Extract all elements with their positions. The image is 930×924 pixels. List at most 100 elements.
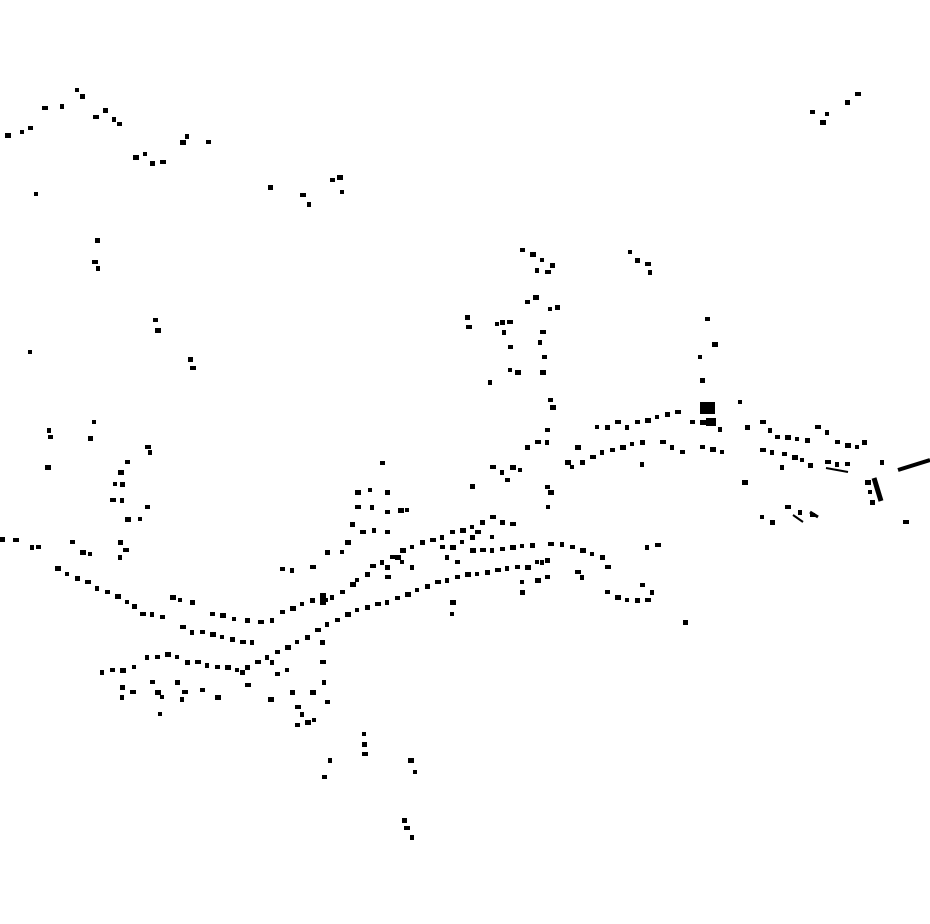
building <box>465 315 470 320</box>
building <box>28 350 32 354</box>
building <box>322 680 326 685</box>
building <box>370 564 376 568</box>
building <box>145 655 149 660</box>
building <box>698 355 702 359</box>
building <box>132 604 137 609</box>
building <box>535 440 541 444</box>
building <box>628 250 632 254</box>
building <box>570 465 574 469</box>
building <box>270 618 274 623</box>
building <box>520 544 524 548</box>
building <box>145 445 151 449</box>
building <box>315 628 321 632</box>
elongated-structure <box>825 467 849 473</box>
building <box>835 462 839 467</box>
building <box>550 263 555 268</box>
building <box>110 498 116 502</box>
building <box>175 680 180 685</box>
building <box>110 668 115 672</box>
building <box>80 550 86 555</box>
building <box>132 665 136 669</box>
building <box>560 542 564 547</box>
building <box>355 608 359 612</box>
building <box>738 400 742 404</box>
building <box>470 525 474 529</box>
building <box>258 620 264 624</box>
building <box>548 542 554 546</box>
building <box>400 548 406 553</box>
building <box>825 460 831 464</box>
building <box>600 450 604 455</box>
building <box>268 185 273 190</box>
building <box>385 600 389 605</box>
building <box>865 480 871 485</box>
building <box>405 508 409 512</box>
building <box>178 598 182 602</box>
building <box>495 568 501 572</box>
building <box>745 425 750 430</box>
building <box>290 568 294 573</box>
elongated-structure <box>897 458 930 472</box>
building <box>330 178 335 182</box>
building <box>440 535 444 540</box>
building <box>385 490 390 495</box>
building <box>550 405 556 410</box>
building <box>645 598 651 602</box>
building <box>540 258 544 262</box>
building <box>798 510 802 515</box>
building <box>545 270 551 274</box>
building <box>508 345 513 349</box>
building <box>500 520 505 525</box>
building <box>280 567 285 571</box>
building <box>525 300 530 304</box>
building <box>205 663 209 668</box>
building <box>322 775 327 779</box>
building <box>535 578 541 583</box>
building <box>650 590 654 595</box>
building <box>780 465 784 470</box>
building <box>36 545 41 549</box>
building <box>118 540 123 545</box>
building <box>240 670 245 675</box>
building <box>13 538 19 542</box>
building <box>450 530 455 534</box>
building <box>160 615 165 619</box>
building <box>245 618 250 623</box>
building <box>785 435 791 440</box>
building <box>405 592 411 597</box>
building <box>510 522 516 526</box>
building <box>495 322 499 326</box>
building <box>605 425 610 430</box>
building <box>312 718 316 722</box>
building <box>835 440 840 444</box>
building <box>683 620 688 625</box>
building <box>470 484 475 489</box>
building <box>580 575 584 580</box>
building <box>548 398 553 402</box>
building <box>310 690 316 695</box>
building <box>410 545 414 549</box>
building <box>535 560 539 564</box>
building <box>538 340 542 345</box>
building <box>255 660 261 664</box>
large-building <box>320 593 326 605</box>
building <box>118 555 122 560</box>
building <box>760 515 764 519</box>
building <box>475 530 481 534</box>
building <box>520 590 525 595</box>
building <box>55 566 61 571</box>
building <box>245 683 251 687</box>
building <box>185 134 189 139</box>
building <box>145 505 150 509</box>
building <box>95 238 100 243</box>
building <box>117 122 122 126</box>
building <box>712 342 718 347</box>
building <box>665 412 670 417</box>
building <box>230 637 235 642</box>
building <box>440 545 445 549</box>
building <box>153 318 158 322</box>
building <box>490 548 494 553</box>
building <box>220 635 224 639</box>
building <box>345 612 351 617</box>
